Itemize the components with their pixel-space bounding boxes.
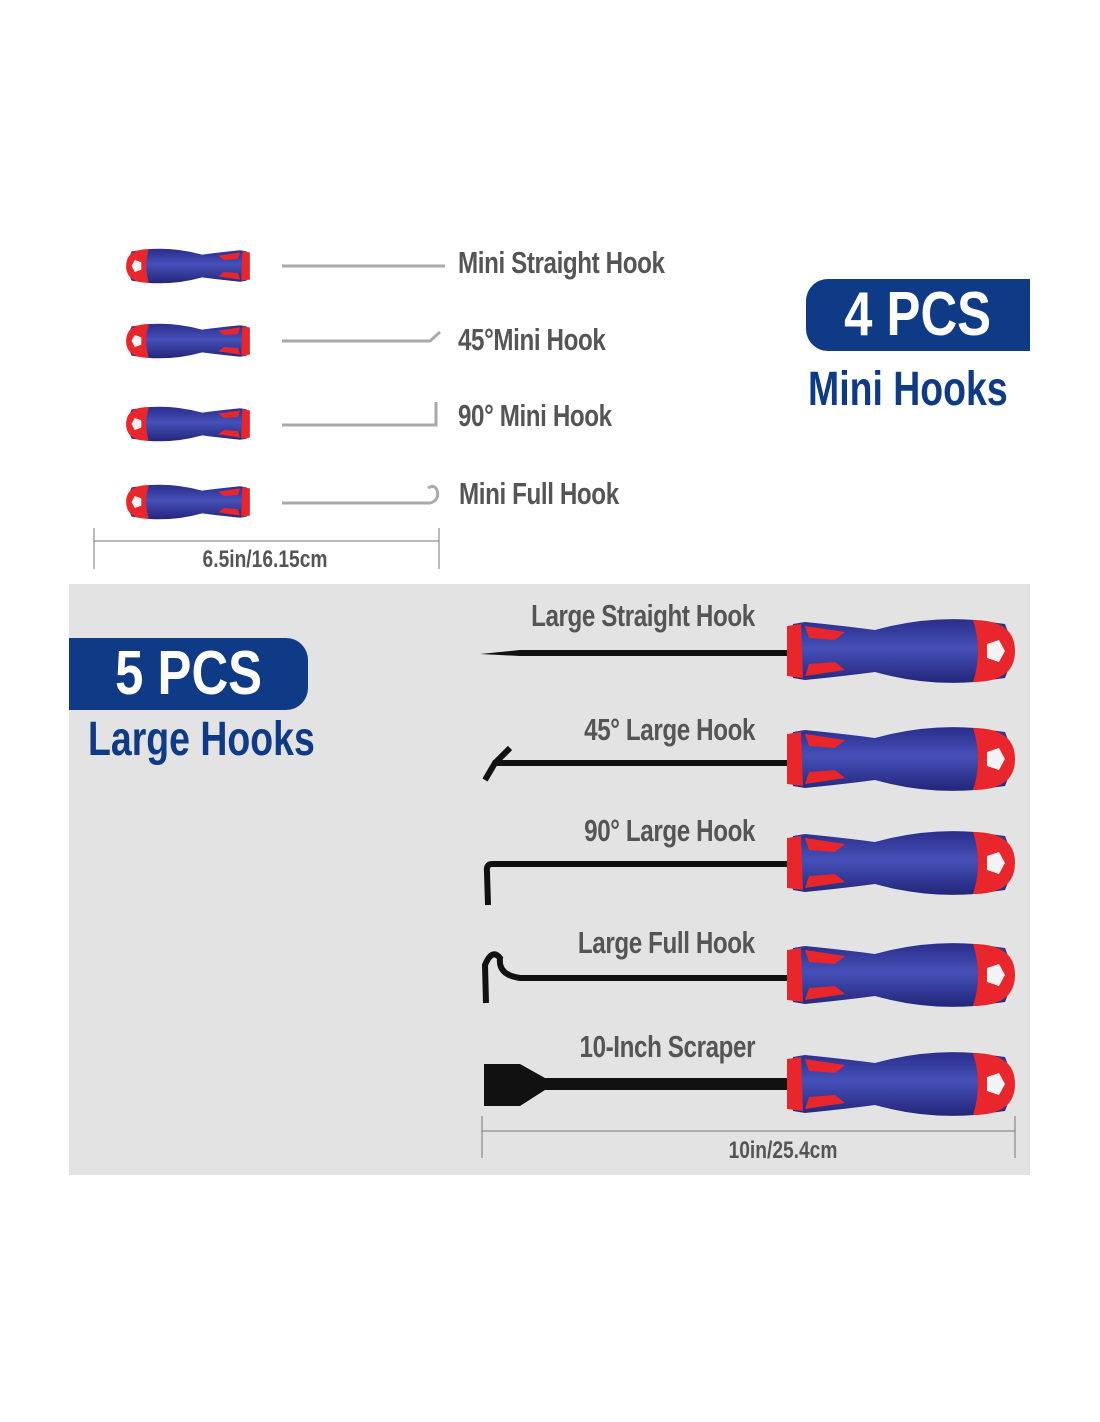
mini-dimension-line <box>93 528 440 569</box>
large-full-hook-label: Large Full Hook <box>578 925 755 960</box>
large-straight-hook-label: Large Straight Hook <box>531 598 755 633</box>
mini-90-hook-icon <box>126 402 438 442</box>
large-count-text: 5 PCS <box>115 639 262 708</box>
large-45-hook-icon <box>482 727 1015 791</box>
large-dimension-line <box>481 1116 1016 1158</box>
scraper-icon <box>484 1052 1015 1116</box>
large-length-label: 10in/25.4cm <box>728 1137 838 1164</box>
large-90-hook-icon <box>483 831 1015 906</box>
large-set-title: Large Hooks <box>88 713 315 766</box>
mini-set-title: Mini Hooks <box>808 363 1008 416</box>
mini-count-text: 4 PCS <box>844 280 992 349</box>
large-45-hook-label: 45° Large Hook <box>584 712 755 747</box>
large-straight-hook-icon <box>480 619 1015 683</box>
mini-straight-hook-icon <box>126 248 445 284</box>
large-90-hook-label: 90° Large Hook <box>584 813 755 848</box>
mini-full-hook-label: Mini Full Hook <box>459 476 619 511</box>
mini-full-hook-icon <box>126 484 440 520</box>
mini-45-hook-label: 45°Mini Hook <box>458 322 606 357</box>
mini-length-label: 6.5in/16.15cm <box>202 546 328 573</box>
large-count-badge: 5 PCS <box>69 638 308 710</box>
scraper-label: 10-Inch Scraper <box>579 1029 755 1064</box>
mini-count-badge: 4 PCS <box>806 279 1030 351</box>
large-full-hook-icon <box>481 943 1015 1007</box>
mini-45-hook-icon <box>126 323 442 359</box>
mini-straight-hook-label: Mini Straight Hook <box>458 245 665 280</box>
mini-90-hook-label: 90° Mini Hook <box>458 398 612 433</box>
